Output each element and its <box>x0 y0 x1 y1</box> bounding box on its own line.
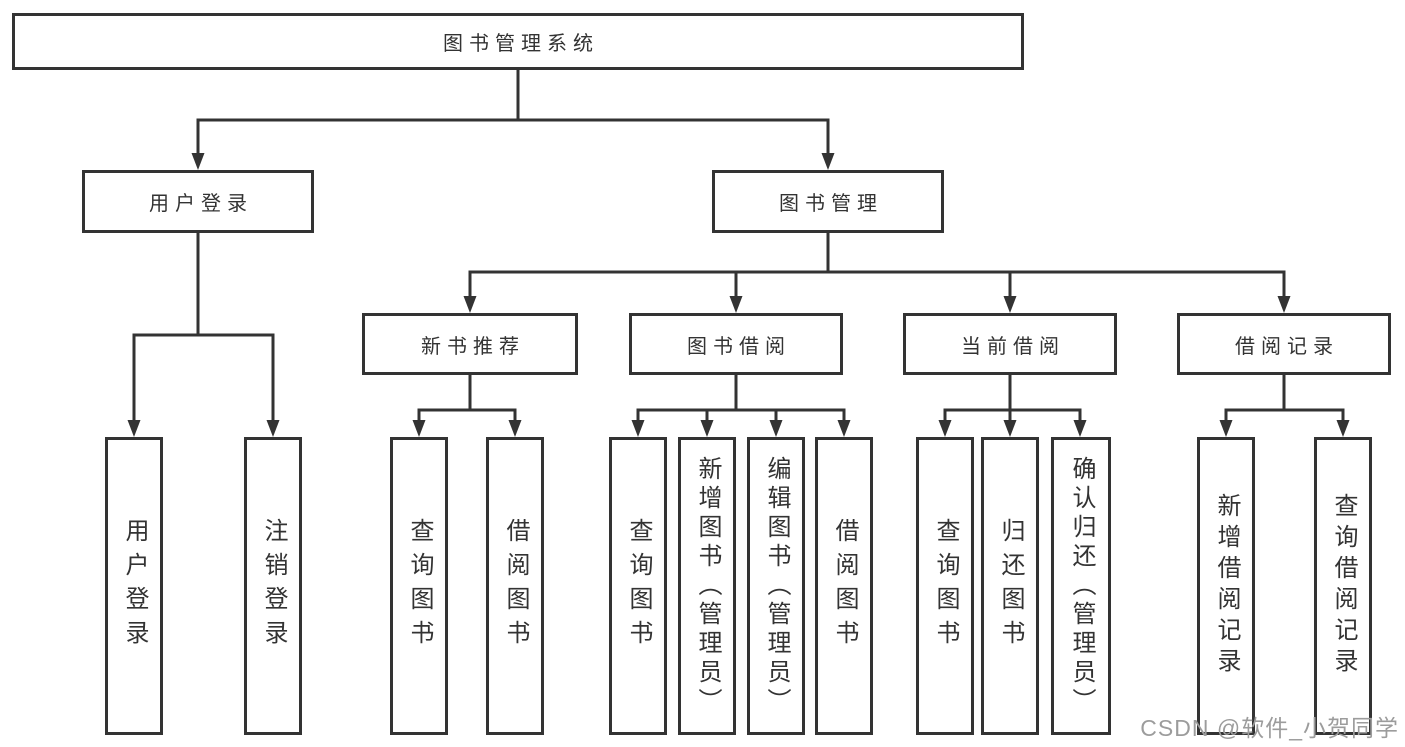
leaf-query-borrow-record-label: 查询借阅记录 <box>1330 493 1357 679</box>
node-borrow-record: 借阅记录 <box>1177 313 1391 375</box>
leaf-query-borrow-record: 查询借阅记录 <box>1314 437 1372 735</box>
leaf-recommend-borrow-book-label: 借阅图书 <box>502 518 529 654</box>
node-book-borrow-label: 图书借阅 <box>687 335 791 358</box>
leaf-user-login: 用户登录 <box>105 437 163 735</box>
node-book-management-label: 图书管理 <box>779 193 883 215</box>
node-new-book-recommend-label: 新书推荐 <box>421 335 525 358</box>
leaf-logout: 注销登录 <box>244 437 302 735</box>
node-borrow-record-label: 借阅记录 <box>1235 335 1339 358</box>
leaf-add-book-admin: 新增图书（管理员） <box>678 437 736 735</box>
leaf-recommend-query-book: 查询图书 <box>390 437 448 735</box>
leaf-add-borrow-record: 新增借阅记录 <box>1197 437 1255 735</box>
leaf-edit-book-admin-label: 编辑图书（管理员） <box>763 455 790 717</box>
leaf-confirm-return-admin-label: 确认归还（管理员） <box>1068 455 1095 717</box>
node-current-borrow-label: 当前借阅 <box>961 335 1065 358</box>
csdn-watermark: CSDN @软件_小贺同学 <box>1140 715 1399 741</box>
node-book-management: 图书管理 <box>712 170 944 233</box>
leaf-recommend-query-book-label: 查询图书 <box>406 518 433 654</box>
leaf-recommend-borrow-book: 借阅图书 <box>486 437 544 735</box>
leaf-borrow-query-book: 查询图书 <box>609 437 667 735</box>
leaf-borrow-book-label: 借阅图书 <box>831 518 858 654</box>
leaf-edit-book-admin: 编辑图书（管理员） <box>747 437 805 735</box>
node-user-login: 用户登录 <box>82 170 314 233</box>
leaf-return-book-label: 归还图书 <box>997 518 1024 654</box>
leaf-user-login-label: 用户登录 <box>121 518 148 654</box>
leaf-current-query-book-label: 查询图书 <box>932 518 959 654</box>
node-user-login-label: 用户登录 <box>149 193 253 215</box>
leaf-borrow-book: 借阅图书 <box>815 437 873 735</box>
leaf-logout-label: 注销登录 <box>260 518 287 654</box>
leaf-add-book-admin-label: 新增图书（管理员） <box>694 455 721 717</box>
leaf-add-borrow-record-label: 新增借阅记录 <box>1213 493 1240 679</box>
leaf-current-query-book: 查询图书 <box>916 437 974 735</box>
node-root: 图书管理系统 <box>12 13 1024 70</box>
leaf-borrow-query-book-label: 查询图书 <box>625 518 652 654</box>
node-current-borrow: 当前借阅 <box>903 313 1117 375</box>
node-new-book-recommend: 新书推荐 <box>362 313 578 375</box>
leaf-confirm-return-admin: 确认归还（管理员） <box>1051 437 1111 735</box>
node-book-borrow: 图书借阅 <box>629 313 843 375</box>
node-root-label: 图书管理系统 <box>443 33 599 55</box>
leaf-return-book: 归还图书 <box>981 437 1039 735</box>
